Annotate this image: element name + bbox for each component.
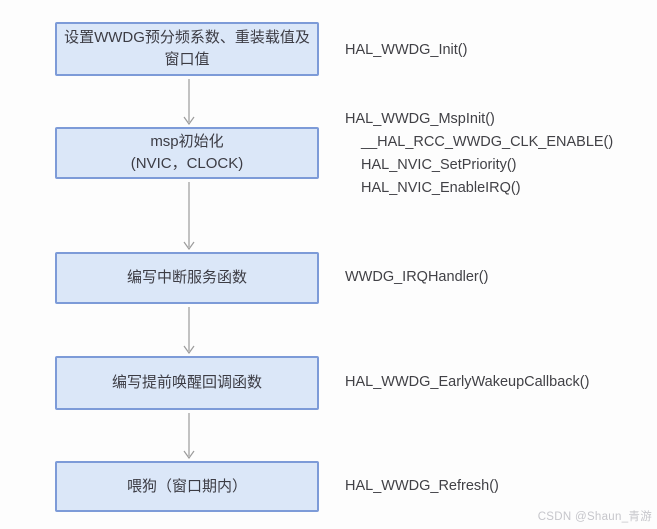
flow-box-msp-init: msp初始化 (NVIC，CLOCK)	[55, 127, 319, 179]
flow-box-early-wakeup: 编写提前唤醒回调函数	[55, 356, 319, 410]
function-list-wakeup: HAL_WWDG_EarlyWakeupCallback()	[345, 371, 589, 394]
function-label: __HAL_RCC_WWDG_CLK_ENABLE()	[361, 134, 614, 150]
function-list-msp: HAL_WWDG_MspInit() __HAL_RCC_WWDG_CLK_EN…	[345, 108, 613, 200]
down-arrow-icon	[183, 307, 195, 354]
function-label: HAL_WWDG_MspInit()	[345, 111, 495, 127]
flow-box-wwdg-init: 设置WWDG预分频系数、重装载值及 窗口值	[55, 22, 319, 76]
function-label: HAL_WWDG_Refresh()	[345, 478, 499, 494]
flow-box-label: 喂狗（窗口期内）	[126, 477, 247, 495]
function-label: WWDG_IRQHandler()	[345, 269, 489, 285]
function-label: HAL_NVIC_EnableIRQ()	[361, 180, 521, 196]
function-label: HAL_WWDG_Init()	[345, 42, 468, 58]
function-label: HAL_NVIC_SetPriority()	[361, 157, 517, 173]
function-list-irq: WWDG_IRQHandler()	[345, 266, 488, 289]
function-label: HAL_WWDG_EarlyWakeupCallback()	[345, 374, 590, 390]
flow-box-label: msp初始化 (NVIC，CLOCK)	[130, 133, 244, 172]
down-arrow-icon	[183, 182, 195, 250]
flow-box-irq-handler: 编写中断服务函数	[55, 252, 319, 304]
down-arrow-icon	[183, 413, 195, 459]
csdn-watermark: CSDN @Shaun_青游	[537, 511, 652, 523]
function-list-init: HAL_WWDG_Init()	[345, 39, 467, 62]
flow-box-label: 编写提前唤醒回调函数	[111, 374, 262, 391]
flow-box-feed-dog: 喂狗（窗口期内）	[55, 461, 319, 512]
flow-box-label: 编写中断服务函数	[126, 269, 247, 286]
flow-box-label: 设置WWDG预分频系数、重装载值及 窗口值	[64, 29, 310, 68]
down-arrow-icon	[183, 79, 195, 125]
function-list-refresh: HAL_WWDG_Refresh()	[345, 475, 499, 498]
